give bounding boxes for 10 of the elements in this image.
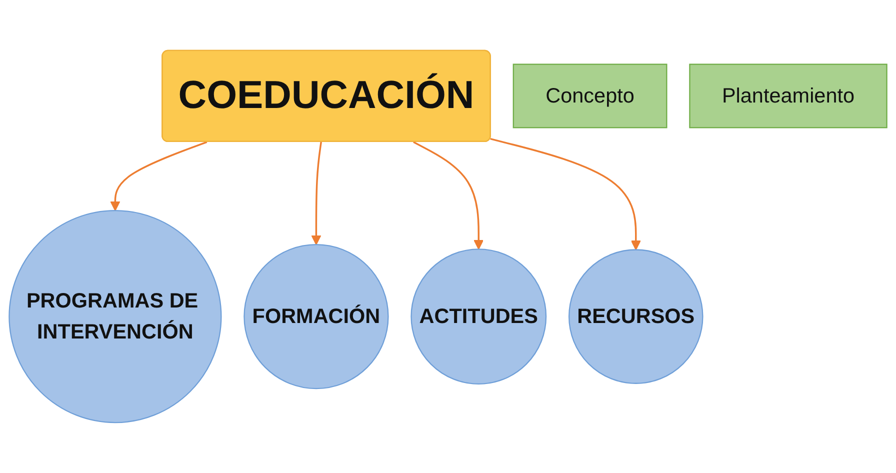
arrow: [110, 141, 208, 212]
arrow: [413, 141, 484, 250]
node-box: Concepto: [512, 64, 668, 128]
arrow: [311, 142, 322, 246]
node-circle: FORMACIÓN: [244, 244, 389, 390]
arrow: [490, 138, 641, 250]
node-circle: RECURSOS: [568, 249, 704, 384]
node-circle: ACTITUDES: [410, 248, 547, 385]
node-box: Planteamiento: [689, 64, 888, 128]
node-circle: PROGRAMAS DE INTERVENCIÓN: [8, 210, 222, 424]
